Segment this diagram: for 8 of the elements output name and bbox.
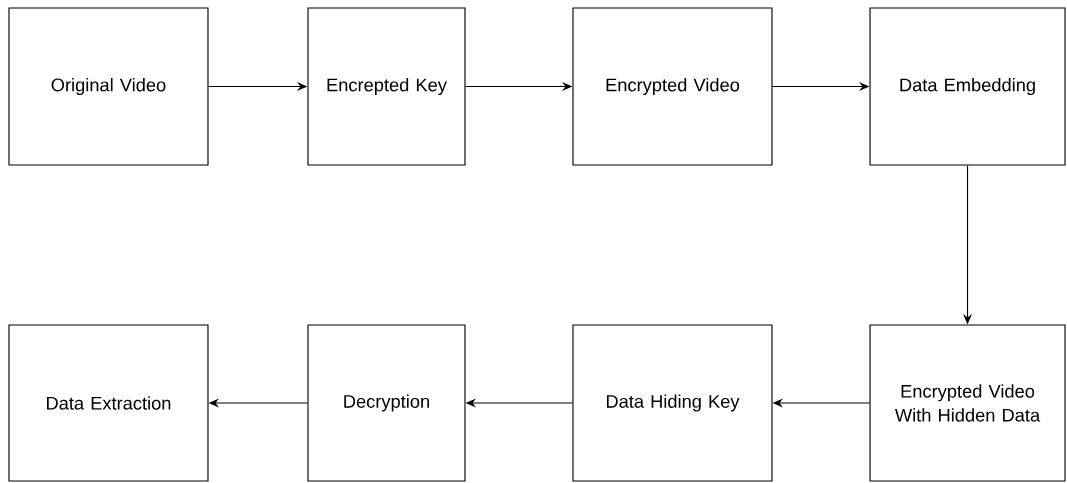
- process-box: Decryption: [307, 324, 466, 482]
- process-box: Data Extraction: [8, 324, 209, 482]
- process-box: Encrypted Video: [572, 7, 773, 166]
- process-box: Encrypted Video With Hidden Data: [869, 324, 1066, 482]
- process-box: Data Embedding: [869, 7, 1066, 166]
- process-box: Encrepted Key: [307, 7, 466, 166]
- process-box: Data Hiding Key: [572, 324, 773, 482]
- process-box: Original Video: [8, 7, 209, 166]
